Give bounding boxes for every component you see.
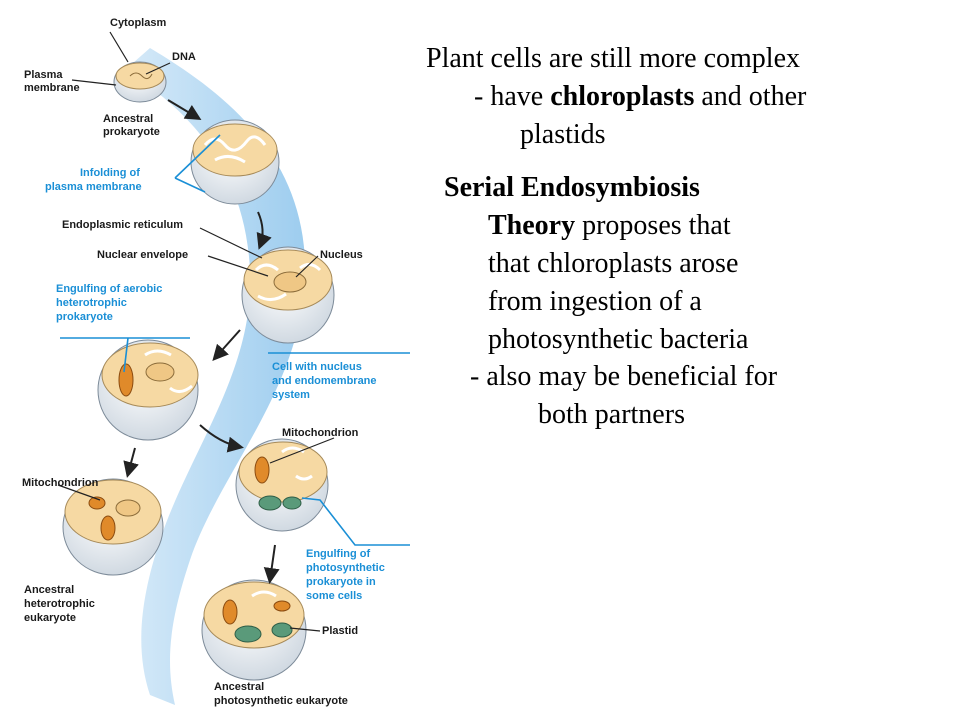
text-line: Serial Endosymbiosis bbox=[444, 172, 700, 204]
cell-nucleus bbox=[241, 246, 335, 344]
label-cytoplasm: Cytoplasm bbox=[110, 17, 166, 29]
label-mitochondrion-left: Mitochondrion bbox=[22, 477, 99, 489]
label-engulf-photo-2: photosynthetic bbox=[306, 562, 385, 574]
label-nucleus: Nucleus bbox=[320, 249, 363, 261]
label-engulf-aerobic-2: heterotrophic bbox=[56, 297, 127, 309]
text-line: - have chloroplasts and other bbox=[474, 80, 807, 112]
spacer bbox=[400, 153, 955, 169]
label-infolding-1: Infolding of bbox=[80, 167, 140, 179]
text-line: Theory proposes that bbox=[488, 210, 731, 242]
label-er: Endoplasmic reticulum bbox=[62, 219, 183, 231]
label-ancestral-photo-1: Ancestral bbox=[214, 681, 264, 693]
text-line: - also may be beneficial for bbox=[470, 361, 778, 393]
text-line: plastids bbox=[520, 118, 606, 150]
label-engulf-aerobic-1: Engulfing of aerobic bbox=[56, 283, 162, 295]
step-arrows bbox=[123, 99, 280, 584]
text-line: Plant cells are still more complex bbox=[426, 43, 801, 74]
label-engulf-photo-1: Engulfing of bbox=[306, 548, 370, 560]
label-nuclear-envelope: Nuclear envelope bbox=[97, 249, 188, 261]
label-infolding-2: plasma membrane bbox=[45, 181, 142, 193]
leader-lines bbox=[57, 31, 335, 632]
cell-engulf-aerobic bbox=[97, 339, 199, 441]
cell-engulf-photosynthetic bbox=[235, 438, 329, 532]
cell-photosynthetic-eukaryote bbox=[201, 579, 307, 681]
text-line: from ingestion of a bbox=[488, 285, 702, 317]
cell-prokaryote bbox=[113, 61, 167, 103]
label-cell-nucleus-3: system bbox=[272, 389, 310, 401]
label-plasma: Plasma bbox=[24, 69, 63, 81]
label-cell-nucleus-1: Cell with nucleus bbox=[272, 361, 362, 373]
label-ancestral-het-2: heterotrophic bbox=[24, 598, 95, 610]
text-line: that chloroplasts arose bbox=[488, 247, 739, 279]
text-line: both partners bbox=[538, 399, 685, 431]
label-ancestral: Ancestral bbox=[103, 113, 153, 125]
label-plastid: Plastid bbox=[322, 625, 358, 637]
label-mitochondrion-right: Mitochondrion bbox=[282, 427, 359, 439]
text-line: photosynthetic bacteria bbox=[488, 323, 749, 355]
label-engulf-aerobic-3: prokaryote bbox=[56, 311, 113, 323]
label-ancestral-het-1: Ancestral bbox=[24, 584, 74, 596]
label-ancestral-photo-2: photosynthetic eukaryote bbox=[214, 695, 348, 707]
label-membrane: membrane bbox=[24, 82, 80, 94]
slide-text: Plant cells are still more complex - hav… bbox=[400, 40, 955, 434]
label-dna: DNA bbox=[172, 51, 196, 63]
endosymbiosis-figure: Cytoplasm DNA Plasma membrane Ancestral … bbox=[22, 17, 410, 707]
label-prokaryote: prokaryote bbox=[103, 126, 160, 138]
label-ancestral-het-3: eukaryote bbox=[24, 612, 76, 624]
label-engulf-photo-3: prokaryote in bbox=[306, 576, 376, 588]
blue-leader-lines bbox=[60, 134, 410, 546]
label-engulf-photo-4: some cells bbox=[306, 590, 362, 602]
flow-ribbon bbox=[125, 48, 306, 705]
label-cell-nucleus-2: and endomembrane bbox=[272, 375, 377, 387]
cell-heterotrophic-eukaryote bbox=[62, 478, 164, 576]
